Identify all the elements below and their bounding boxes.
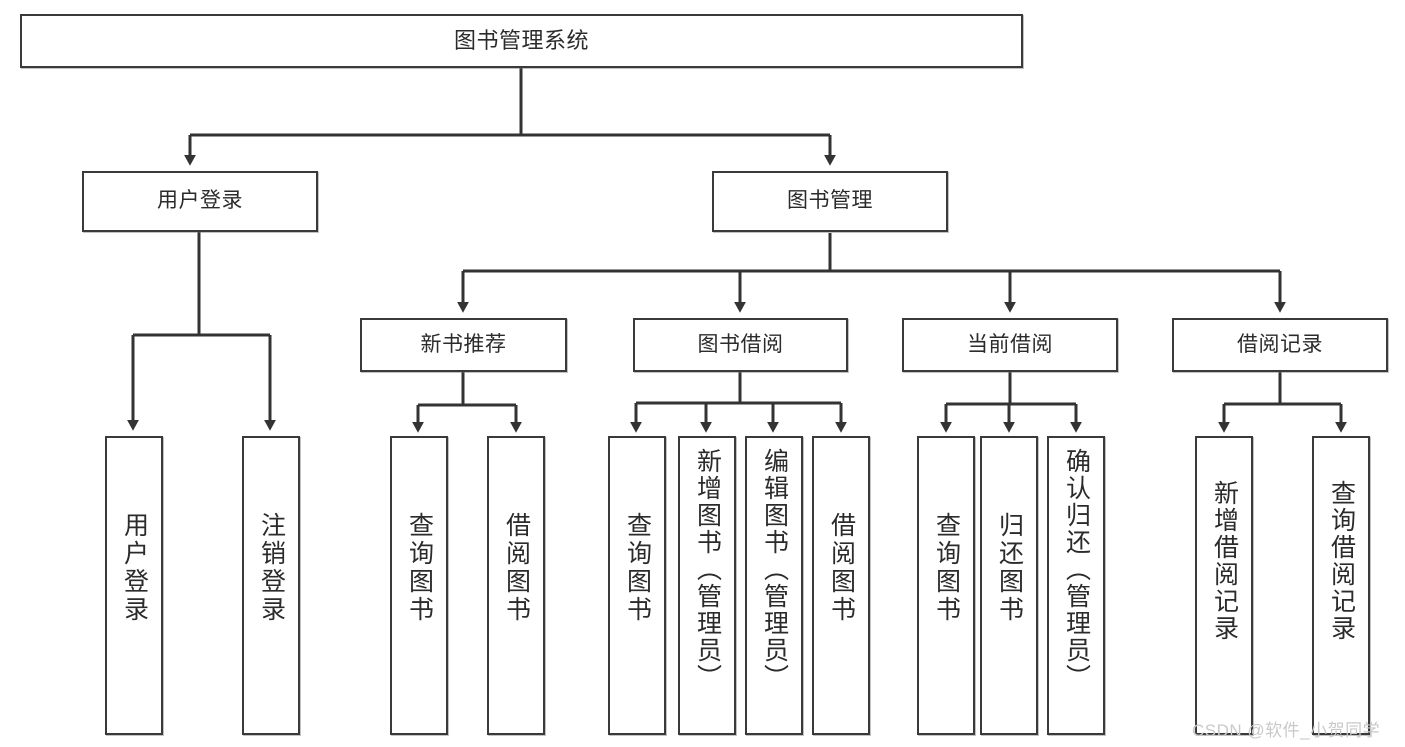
node-current-borrow-label: 当前借阅 xyxy=(967,332,1053,356)
node-user-login[interactable]: 用户登录 xyxy=(82,171,318,232)
node-book-borrow-label: 图书借阅 xyxy=(697,332,784,356)
node-leaf-add-book-admin[interactable]: 新增图书（管理员） xyxy=(678,436,736,735)
node-book-borrow[interactable]: 图书借阅 xyxy=(633,318,848,372)
node-leaf-confirm-return-admin[interactable]: 确认归还（管理员） xyxy=(1047,436,1105,735)
node-leaf-borrow-book-rec[interactable]: 借阅图书 xyxy=(487,436,545,735)
node-book-management[interactable]: 图书管理 xyxy=(712,171,948,232)
node-current-borrow[interactable]: 当前借阅 xyxy=(902,318,1118,372)
node-leaf-add-book-admin-label: 新增图书（管理员） xyxy=(693,448,722,691)
node-leaf-return-book-label: 归还图书 xyxy=(995,512,1024,624)
node-leaf-add-borrow-record[interactable]: 新增借阅记录 xyxy=(1195,436,1253,735)
node-leaf-confirm-return-admin-label: 确认归还（管理员） xyxy=(1062,448,1091,691)
node-leaf-query-book-label: 查询图书 xyxy=(623,512,652,624)
csdn-watermark: CSDN @软件_小贺同学 xyxy=(1192,721,1381,740)
node-user-login-label: 用户登录 xyxy=(157,189,243,213)
node-new-book-recommend[interactable]: 新书推荐 xyxy=(360,318,567,372)
node-leaf-query-book[interactable]: 查询图书 xyxy=(608,436,666,735)
node-new-book-recommend-label: 新书推荐 xyxy=(420,332,507,356)
node-leaf-borrow-book-label: 借阅图书 xyxy=(827,512,856,624)
node-book-management-label: 图书管理 xyxy=(787,189,873,213)
node-leaf-query-book-rec-label: 查询图书 xyxy=(405,512,434,624)
node-leaf-borrow-book[interactable]: 借阅图书 xyxy=(812,436,870,735)
node-leaf-query-borrow-record-label: 查询借阅记录 xyxy=(1327,480,1356,642)
node-root-label: 图书管理系统 xyxy=(453,28,589,54)
node-leaf-query-book-rec[interactable]: 查询图书 xyxy=(390,436,448,735)
node-leaf-logout[interactable]: 注销登录 xyxy=(242,436,300,735)
node-leaf-query-book-current-label: 查询图书 xyxy=(932,512,961,624)
node-borrow-record-label: 借阅记录 xyxy=(1237,332,1323,356)
node-root[interactable]: 图书管理系统 xyxy=(20,14,1023,68)
node-leaf-user-login-label: 用户登录 xyxy=(120,512,149,624)
node-leaf-logout-label: 注销登录 xyxy=(257,512,286,624)
node-leaf-return-book[interactable]: 归还图书 xyxy=(980,436,1038,735)
node-leaf-query-book-current[interactable]: 查询图书 xyxy=(917,436,975,735)
node-leaf-user-login[interactable]: 用户登录 xyxy=(105,436,163,735)
node-leaf-edit-book-admin-label: 编辑图书（管理员） xyxy=(760,448,789,691)
node-leaf-add-borrow-record-label: 新增借阅记录 xyxy=(1210,480,1239,642)
node-leaf-query-borrow-record[interactable]: 查询借阅记录 xyxy=(1312,436,1370,735)
node-leaf-edit-book-admin[interactable]: 编辑图书（管理员） xyxy=(745,436,803,735)
node-borrow-record[interactable]: 借阅记录 xyxy=(1172,318,1388,372)
node-leaf-borrow-book-rec-label: 借阅图书 xyxy=(502,512,531,624)
